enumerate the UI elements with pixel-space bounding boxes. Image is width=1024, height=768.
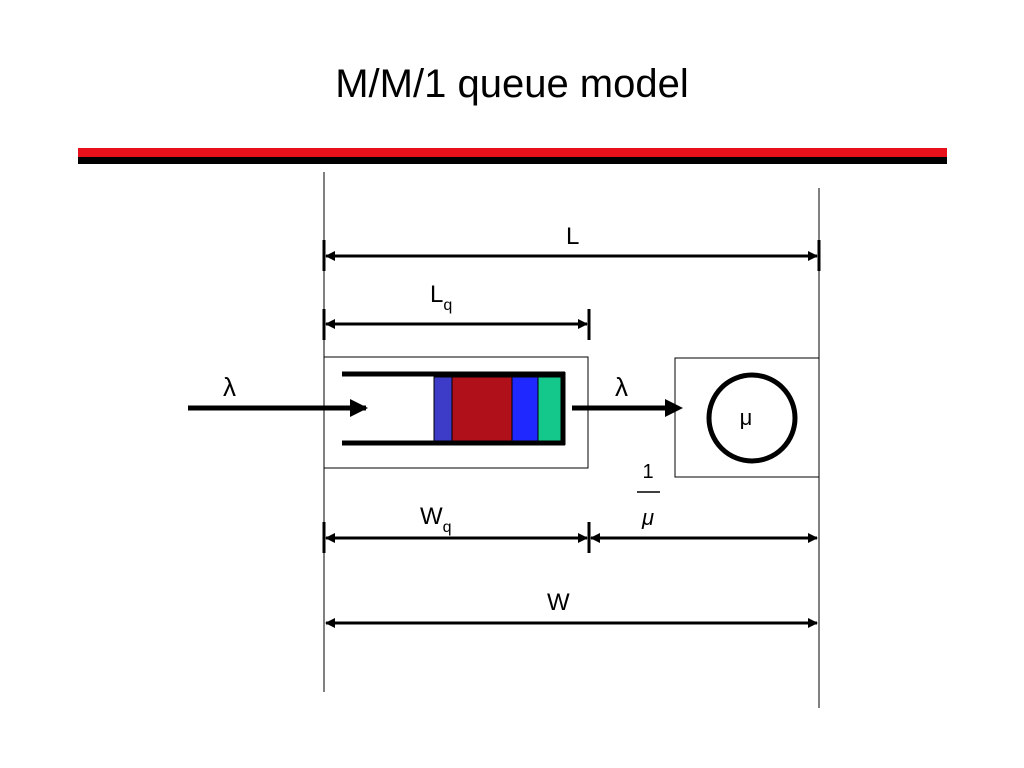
packet-red bbox=[451, 376, 513, 442]
Lq-dimension bbox=[322, 309, 591, 340]
packet-dark-blue bbox=[433, 376, 453, 442]
Lq-label-main: L bbox=[430, 281, 443, 308]
page-title: M/M/1 queue model bbox=[335, 62, 689, 106]
queue-buffer bbox=[342, 371, 566, 446]
server-circle bbox=[706, 372, 798, 464]
Wq-label-main: W bbox=[420, 503, 443, 530]
packet-green bbox=[537, 376, 562, 442]
title-divider-red bbox=[78, 148, 947, 157]
arrival-arrowhead bbox=[350, 399, 368, 417]
server-box bbox=[674, 357, 820, 478]
W-label: W bbox=[547, 589, 570, 616]
Lq-label: Lq bbox=[430, 281, 452, 314]
Lq-label-subscript: q bbox=[443, 297, 452, 314]
departure-rate-label: λ bbox=[615, 372, 628, 402]
service-time-denominator: μ bbox=[641, 505, 654, 530]
title-divider-black bbox=[78, 157, 947, 164]
packet-blue bbox=[511, 376, 539, 442]
Wq-dimension bbox=[322, 522, 591, 553]
Wq-label-subscript: q bbox=[443, 519, 452, 536]
service-time-numerator: 1 bbox=[642, 461, 653, 483]
L-label: L bbox=[566, 223, 579, 250]
title-divider bbox=[78, 148, 947, 164]
L-dimension bbox=[322, 240, 821, 271]
service-rate-label: μ bbox=[740, 405, 753, 430]
Wq-label: Wq bbox=[420, 503, 452, 536]
departure-arrowhead bbox=[665, 399, 683, 417]
queue-box bbox=[323, 356, 589, 469]
arrival-rate-label: λ bbox=[223, 372, 236, 402]
